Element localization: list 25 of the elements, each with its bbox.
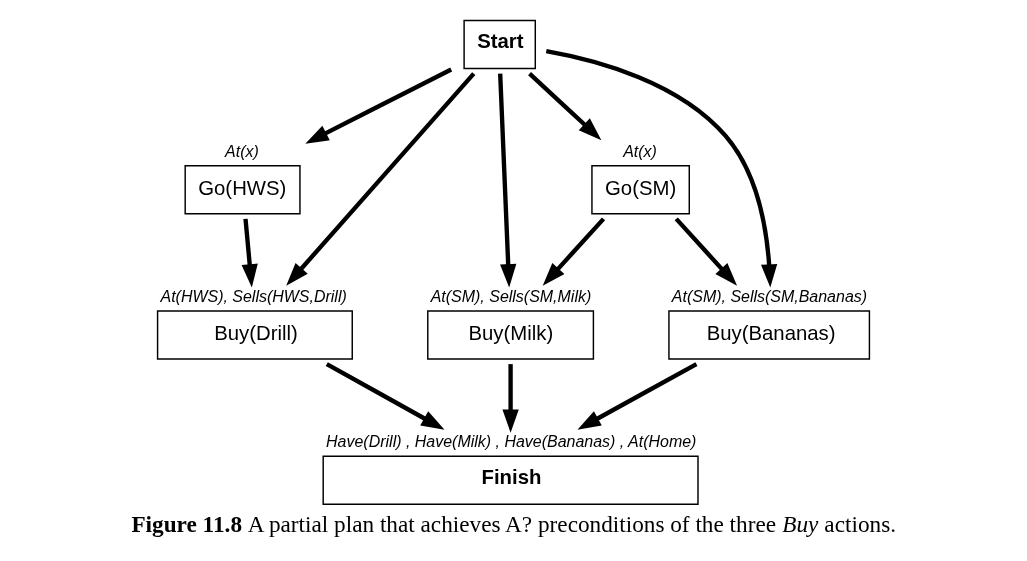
node-label: At(SM), Sells(SM,Milk) (430, 288, 592, 305)
node-label: Have(Drill) , Have(Milk) , Have(Bananas) , At(Home) (326, 433, 697, 451)
arrow (577, 362, 698, 430)
arrow (542, 217, 606, 286)
node-box: Go(HWS) (184, 165, 301, 215)
node-box: Finish (322, 455, 699, 505)
arrow (674, 217, 738, 286)
node-label: At(SM), Sells(SM,Bananas) (671, 288, 868, 305)
caption: Figure 11.8 A partial plan that achieves A? preconditions of the three Buy actions. (131, 511, 897, 538)
arrow (528, 71, 602, 141)
arrow (325, 362, 445, 430)
node-box: Buy(Drill) (156, 310, 353, 360)
arrow (305, 67, 453, 144)
node-box: Buy(Bananas) (668, 310, 871, 360)
node-box: Buy(Milk) (427, 310, 595, 360)
node-box: Start (463, 19, 536, 70)
arrow (286, 72, 476, 286)
node-label: At(x) (623, 142, 657, 160)
node-label: At(x) (225, 142, 259, 160)
node-label: At(HWS), Sells(HWS,Drill) (160, 288, 347, 305)
arrow (502, 364, 519, 433)
node-box: Go(SM) (591, 165, 690, 215)
arrow (498, 73, 517, 288)
arrow (241, 218, 258, 288)
arrow (545, 49, 778, 288)
